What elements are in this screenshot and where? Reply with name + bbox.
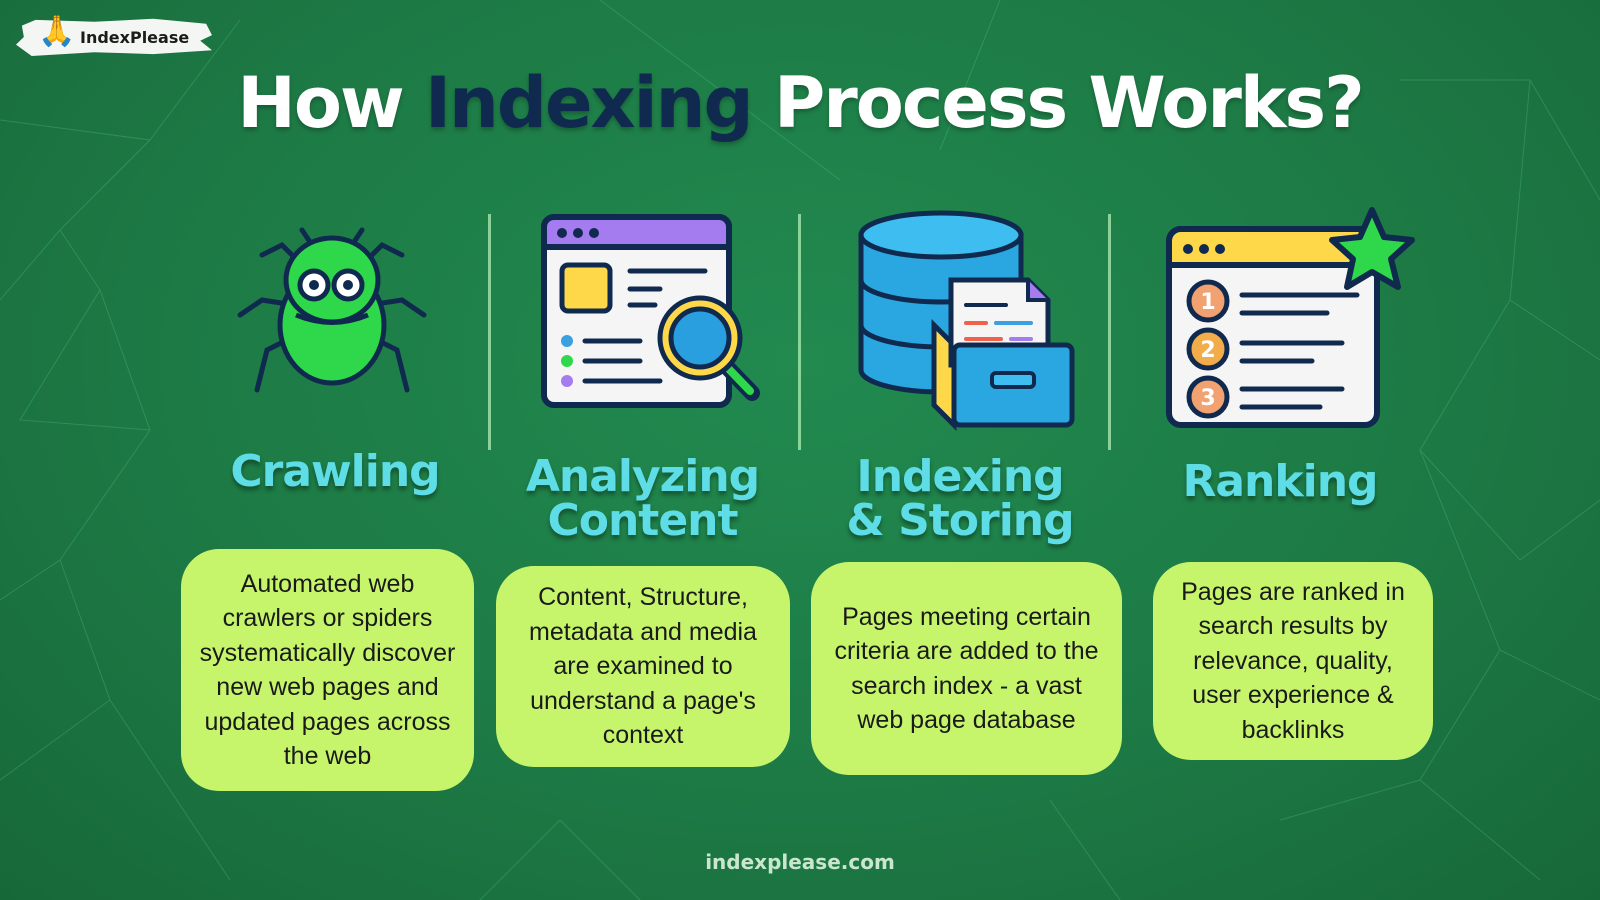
footer-url: indexplease.com bbox=[705, 850, 895, 874]
step-card-analyzing: Content, Structure, metadata and media a… bbox=[496, 566, 790, 767]
ranked-list-icon: 1 2 3 bbox=[1166, 207, 1415, 428]
step-description: Pages are ranked in search results by re… bbox=[1181, 577, 1405, 744]
step-card-indexing: Pages meeting certain criteria are added… bbox=[811, 562, 1122, 775]
step-heading-analyzing: Analyzing Content bbox=[525, 451, 760, 546]
step-card-ranking: Pages are ranked in search results by re… bbox=[1153, 562, 1433, 760]
rank-3-label: 3 bbox=[1200, 386, 1215, 411]
brand-name: IndexPlease bbox=[80, 28, 190, 47]
spider-icon bbox=[237, 227, 427, 393]
step-description: Content, Structure, metadata and media a… bbox=[529, 583, 757, 750]
step-description: Automated web crawlers or spiders system… bbox=[199, 569, 456, 771]
brand-logo-banner bbox=[16, 18, 212, 56]
column-divider bbox=[798, 214, 801, 450]
step-heading-ranking: Ranking bbox=[1182, 456, 1378, 507]
step-card-crawling: Automated web crawlers or spiders system… bbox=[181, 549, 474, 791]
column-divider bbox=[1108, 214, 1111, 450]
magnifier-webpage-icon bbox=[541, 214, 760, 408]
step-heading-crawling: Crawling bbox=[230, 446, 440, 497]
page-title: How Indexing Process Works? bbox=[0, 62, 1600, 144]
step-heading-indexing: Indexing & Storing bbox=[846, 451, 1074, 546]
title-highlight: Indexing bbox=[425, 62, 754, 144]
title-text: Process Works? bbox=[751, 62, 1365, 144]
rank-1-label: 1 bbox=[1200, 290, 1215, 315]
database-file-icon bbox=[858, 210, 1075, 432]
step-description: Pages meeting certain criteria are added… bbox=[834, 602, 1099, 735]
column-divider bbox=[488, 214, 491, 450]
rank-2-label: 2 bbox=[1200, 338, 1215, 363]
praying-hands-icon: 🙏 bbox=[38, 14, 76, 49]
title-text: How bbox=[237, 62, 426, 144]
